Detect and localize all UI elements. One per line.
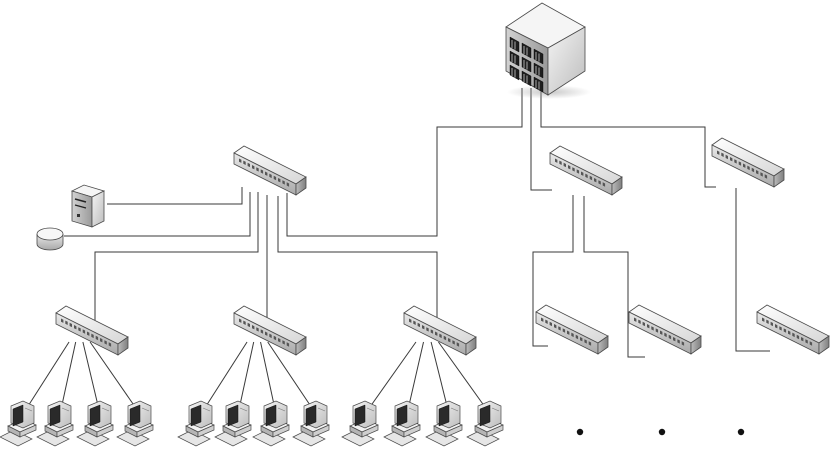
device-icons [0, 2, 830, 447]
workstation-icon [466, 400, 504, 447]
link-core-sw_mid [530, 88, 552, 191]
storage-disk-icon [36, 227, 64, 251]
link-sw_main-server1 [107, 187, 243, 205]
connection-lines [22, 88, 770, 415]
core-switch-icon [505, 2, 591, 99]
switch-icon [403, 305, 477, 356]
workstation-icon [292, 400, 330, 447]
link-sw_a3-pc_a3_4 [438, 341, 491, 415]
workstation-icon [341, 400, 379, 447]
switch-icon [549, 145, 623, 196]
link-sw_mid-sw_b2 [583, 196, 645, 358]
link-sw_main-sw_a1 [94, 192, 259, 322]
link-sw_a1-pc_a1_1 [22, 341, 70, 415]
link-core-sw_right [540, 88, 716, 188]
switch-icon [233, 145, 307, 196]
link-sw_a1-pc_a1_4 [89, 341, 141, 415]
workstation-icon [0, 400, 37, 447]
switch-icon [711, 137, 785, 188]
switch-icon [756, 304, 830, 355]
switch-icon [233, 305, 307, 356]
switch-icon [628, 304, 702, 355]
workstation-icon [116, 400, 154, 447]
workstation-icon [252, 400, 290, 447]
workstation-icon [36, 400, 74, 447]
workstation-icon [76, 400, 114, 447]
link-sw_a2-pc_a2_1 [200, 341, 248, 415]
workstation-icon [214, 400, 252, 447]
ellipsis-dot [658, 428, 666, 436]
link-sw_a3-pc_a3_1 [364, 341, 417, 415]
link-sw_main-storage1 [64, 192, 251, 237]
workstation-icon [383, 400, 421, 447]
link-sw_main-sw_a3 [277, 196, 438, 322]
switch-icon [535, 304, 609, 355]
workstation-icon [425, 400, 463, 447]
link-core-sw_main [286, 88, 523, 237]
link-sw_a2-pc_a2_4 [267, 341, 317, 415]
ellipsis-dot [576, 428, 584, 436]
ellipsis-dot [737, 428, 745, 436]
switch-icon [55, 305, 129, 356]
workstation-icon [177, 400, 215, 447]
link-sw_mid-sw_b1 [532, 195, 574, 347]
link-sw_right-sw_c1 [735, 188, 770, 352]
server-icon [70, 184, 106, 228]
